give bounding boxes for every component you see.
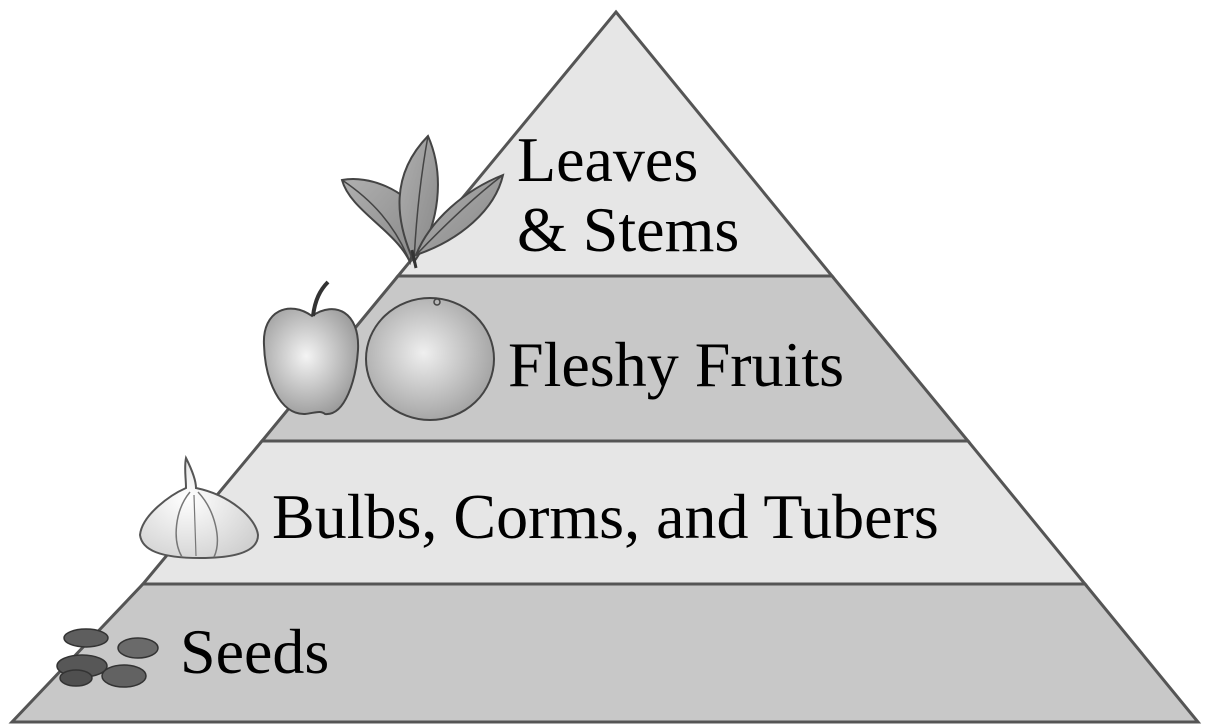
tier-label-fleshy-fruits: Fleshy Fruits (508, 333, 844, 397)
tier-label-bulbs-corms-tubers: Bulbs, Corms, and Tubers (272, 485, 939, 549)
tier-label-stems: & Stems (517, 198, 739, 262)
tier-label-leaves: Leaves (517, 128, 698, 192)
tier-label-seeds: Seeds (180, 620, 329, 684)
